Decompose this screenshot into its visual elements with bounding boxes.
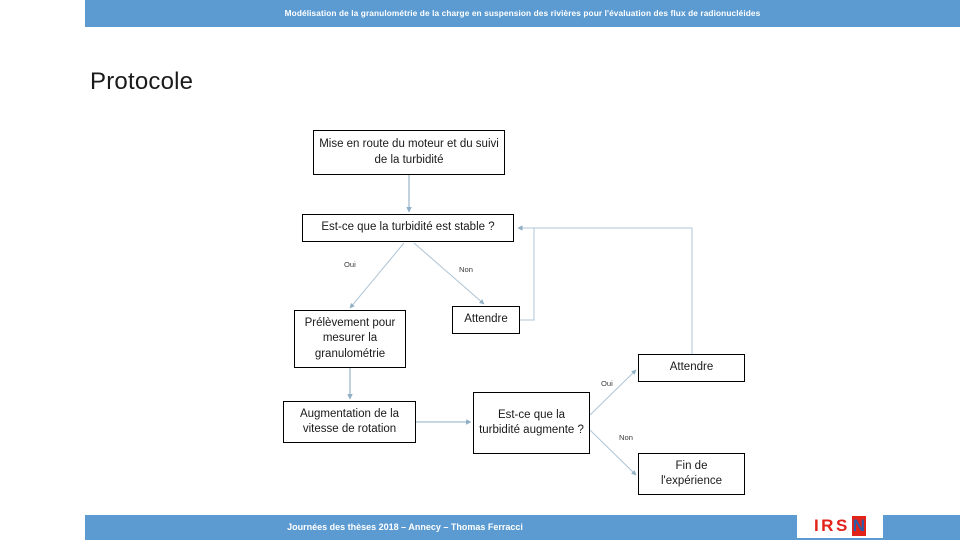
page-title: Protocole [90, 68, 194, 95]
edge-question-to-fin [589, 429, 637, 476]
header-title: Modélisation de la granulométrie de la c… [284, 8, 761, 18]
edge-attendre-loop-to-stable [517, 225, 535, 321]
edge-stable-to-prelevement [349, 242, 405, 309]
flow-node-turbidity-increase[interactable]: Est-ce que la turbidité augmente ? [473, 392, 590, 454]
flow-node-attendre-1[interactable]: Attendre [452, 306, 520, 334]
edge-label-oui-1: Oui [344, 260, 356, 269]
edge-stable-to-attendre [413, 242, 485, 305]
irsn-logo-irs: IRS [813, 516, 850, 535]
flow-node-attendre-2[interactable]: Attendre [638, 354, 745, 382]
flow-node-fin-experience[interactable]: Fin de l'expérience [638, 453, 745, 495]
header-band [85, 0, 960, 27]
edge-label-non-2: Non [619, 433, 633, 442]
footer-text: Journées des thèses 2018 – Annecy – Thom… [287, 522, 523, 532]
flow-node-prelevement[interactable]: Prélèvement pour mesurer la granulométri… [294, 310, 406, 368]
edge-attendre2-loop-to-stable [517, 225, 693, 354]
edge-label-oui-2: Oui [601, 379, 613, 388]
edge-question-to-attendre2 [589, 369, 637, 416]
flow-node-turbidity-stable[interactable]: Est-ce que la turbidité est stable ? [302, 214, 514, 242]
irsn-logo-n: N [851, 516, 867, 536]
edge-label-non-1: Non [459, 265, 473, 274]
flow-node-augmentation[interactable]: Augmentation de la vitesse de rotation [283, 401, 416, 443]
flow-node-start[interactable]: Mise en route du moteur et du suivi de l… [313, 130, 505, 175]
